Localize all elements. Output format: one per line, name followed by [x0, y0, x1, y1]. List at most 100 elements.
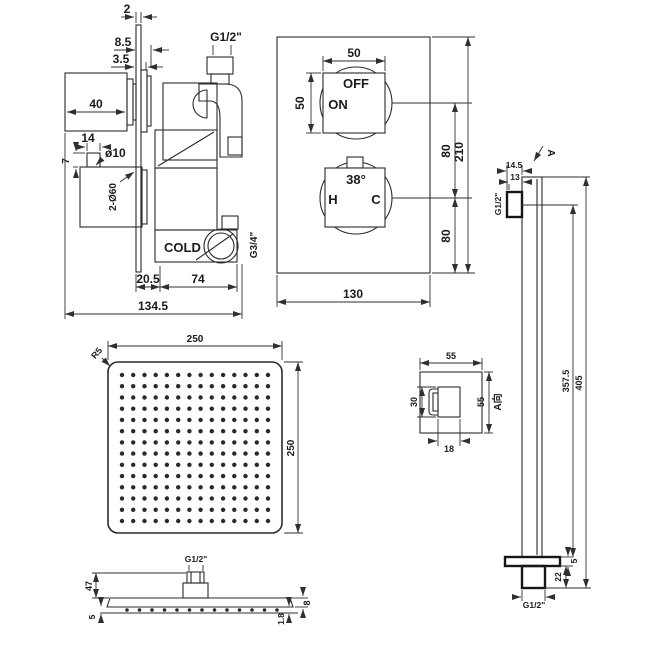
nozzle-dot — [153, 518, 158, 524]
nozzle-dot — [153, 473, 158, 479]
nozzle-dot — [198, 451, 203, 456]
nozzle-dot — [209, 406, 214, 411]
nozzle-dot — [153, 496, 158, 501]
nozzle-dot — [265, 429, 271, 434]
nozzle-dot — [119, 372, 125, 378]
nozzle-dot — [187, 384, 192, 389]
nozzle-dot — [131, 417, 136, 423]
nozzle-dot — [119, 485, 125, 490]
thermo-handle-side — [79, 166, 143, 228]
nozzle-dot — [176, 485, 181, 490]
nozzle-dot — [254, 384, 259, 389]
nozzle-dot — [265, 496, 271, 501]
nozzle-dot — [232, 429, 237, 434]
nozzle-dot — [232, 496, 237, 501]
nozzle-dot — [187, 518, 192, 524]
label-cold-port: COLD — [164, 240, 201, 255]
nozzle-dot — [243, 518, 248, 524]
nozzle-dot — [209, 440, 214, 445]
dim-head-width: 250 — [187, 334, 204, 345]
dim-knob-width: 50 — [347, 46, 361, 60]
shower-head-side-view: G1/2" 47 5 8 1.8 — [84, 554, 312, 625]
nozzle-dot — [131, 372, 136, 378]
dim-length-total: 405 — [574, 375, 584, 390]
nozzle-dot — [176, 417, 181, 423]
nozzle-dot — [119, 440, 125, 445]
label-view-arrow: A — [545, 149, 556, 156]
nozzle-dot — [243, 440, 248, 445]
nozzle-dot — [254, 451, 259, 456]
dim-button-width: 14 — [81, 131, 95, 145]
label-bracket-view: A向 — [491, 393, 504, 410]
nozzle-dot — [220, 485, 226, 490]
valve-face-plate — [276, 36, 431, 274]
nozzle-dot — [131, 496, 136, 501]
head-connector — [186, 571, 205, 584]
nozzle-dot — [265, 395, 271, 400]
nozzle-dot — [142, 440, 147, 445]
dim-bracket-width: 55 — [446, 351, 456, 361]
nozzle-dot — [125, 608, 129, 612]
nozzle-dot — [187, 429, 192, 434]
nozzle-dot — [225, 608, 229, 612]
nozzle-dot — [153, 462, 158, 467]
nozzle-dot — [164, 395, 170, 400]
dim-slot-width: 18 — [444, 444, 454, 454]
dim-knob-height: 50 — [293, 96, 307, 110]
nozzle-dot — [119, 429, 125, 434]
nozzle-dot — [220, 440, 226, 445]
nozzle-dot — [119, 518, 125, 524]
nozzle-dot — [119, 451, 125, 456]
nozzle-dot — [131, 384, 136, 389]
outlet-fitting — [206, 56, 234, 75]
dim-length-inner: 357.5 — [561, 370, 571, 393]
nozzle-dot — [119, 507, 125, 512]
nozzle-dot — [243, 473, 248, 479]
dim-knob-spacing: 80 — [439, 144, 453, 158]
dim-head-height: 250 — [286, 439, 297, 456]
nozzle-dot — [209, 507, 214, 512]
nozzle-dot — [164, 429, 170, 434]
nozzle-dot — [232, 507, 237, 512]
arm-tip-flange — [503, 555, 562, 568]
dim-apron-lip: 1.8 — [276, 613, 286, 625]
nozzle-dot — [187, 485, 192, 490]
nozzle-dot — [164, 440, 170, 445]
nozzle-dot — [142, 518, 147, 524]
nozzle-dot — [265, 507, 271, 512]
nozzle-dot — [198, 429, 203, 434]
nozzle-dot — [250, 608, 254, 612]
nozzle-dot — [164, 417, 170, 423]
dim-flange-depth: 14.5 — [506, 160, 523, 170]
dim-outlet-thread: G1/2" — [210, 30, 242, 44]
nozzle-dot — [142, 473, 147, 479]
nozzle-dot — [243, 372, 248, 378]
dim-wall-thread: G1/2" — [493, 193, 503, 215]
nozzle-dot — [265, 451, 271, 456]
nozzle-dot — [220, 518, 226, 524]
nozzle-dot — [243, 496, 248, 501]
nozzle-dot — [176, 429, 181, 434]
arm-bar — [521, 176, 543, 558]
nozzle-dot — [198, 384, 203, 389]
nozzle-dot — [198, 440, 203, 445]
nozzle-dot — [265, 440, 271, 445]
nozzle-dot — [232, 485, 237, 490]
nozzle-dot — [176, 384, 181, 389]
nozzle-dot — [232, 518, 237, 524]
label-off: OFF — [343, 76, 369, 91]
nozzle-dot — [119, 496, 125, 501]
nozzle-dot — [142, 496, 147, 501]
dim-tip-length: 22 — [553, 572, 563, 582]
nozzle-dot — [176, 406, 181, 411]
cold-inlet-pipe — [154, 229, 238, 263]
nozzle-dot — [142, 395, 147, 400]
dim-gap-bottom: 3.5 — [113, 52, 130, 66]
nozzle-dot — [187, 473, 192, 479]
nozzle-dot — [254, 507, 259, 512]
nozzle-dot — [243, 507, 248, 512]
nozzle-dot — [243, 384, 248, 389]
nozzle-dot — [119, 395, 125, 400]
